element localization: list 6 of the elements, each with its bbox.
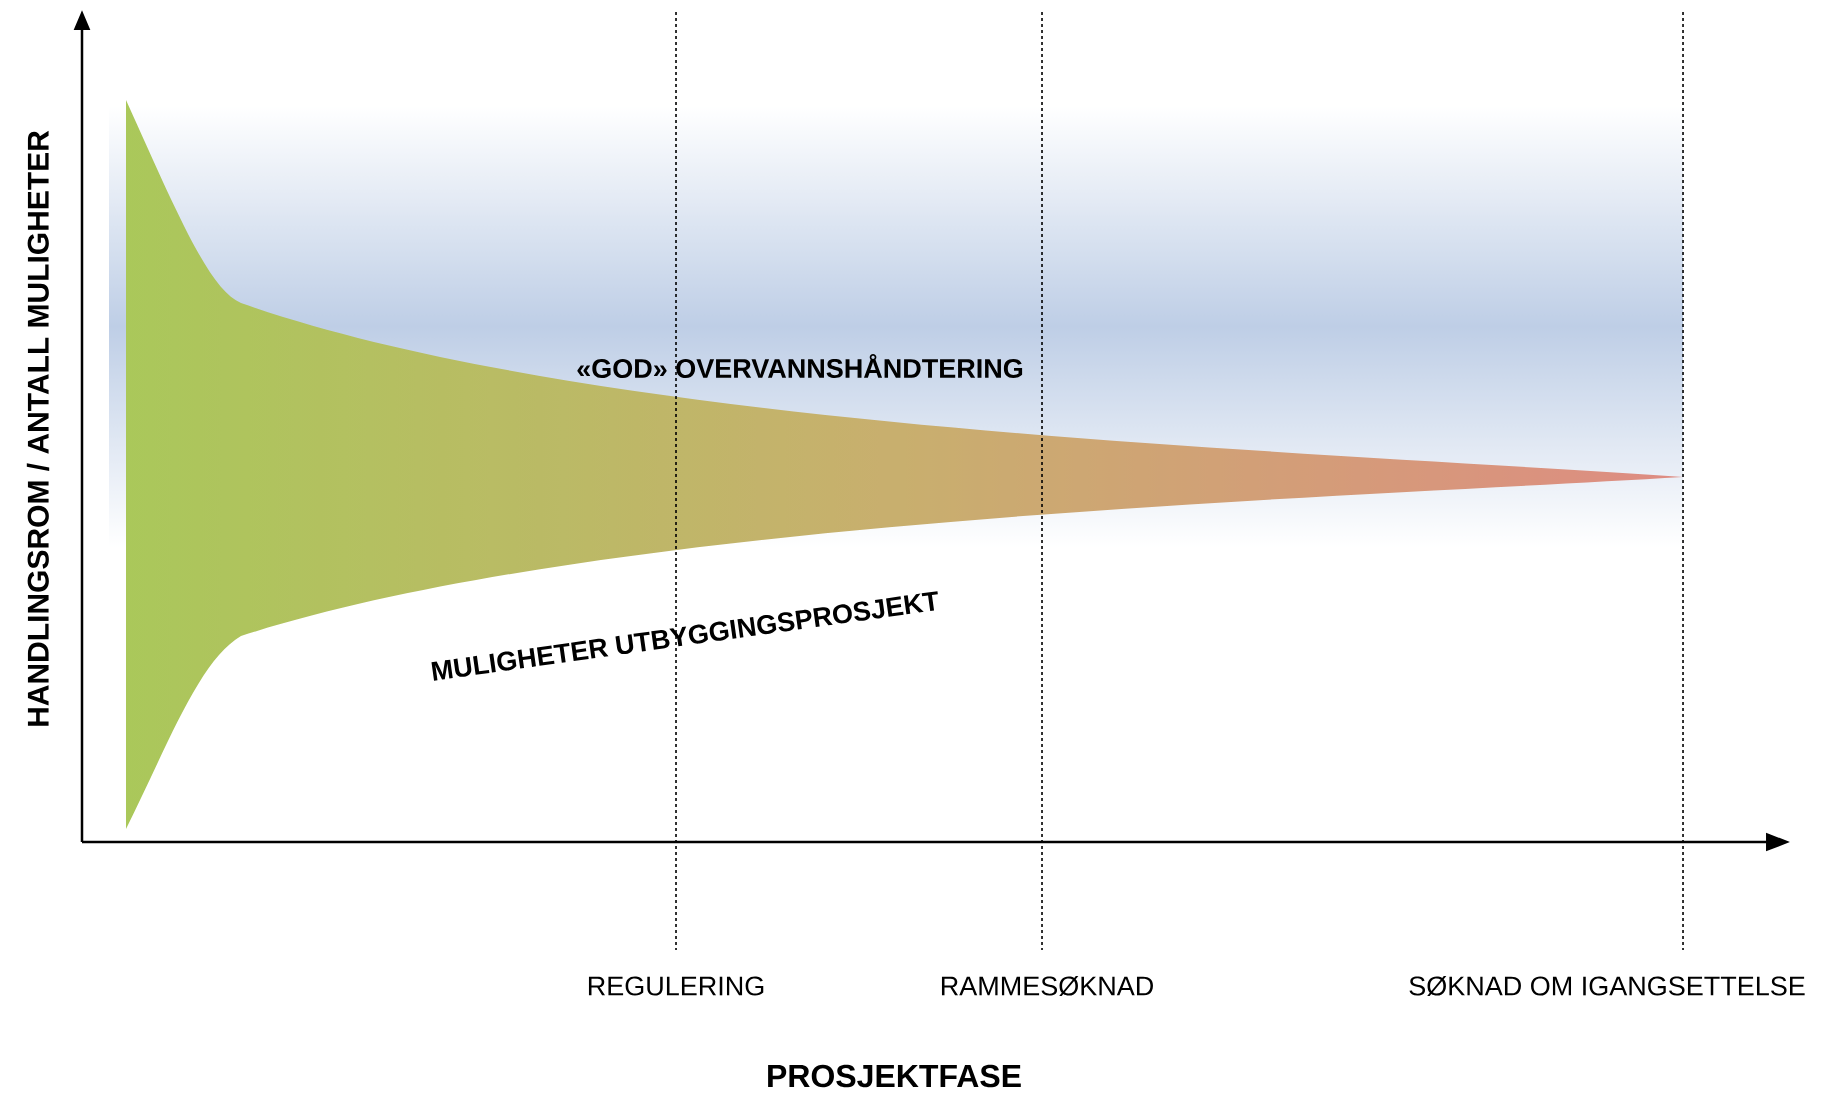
phase-label: SØKNAD OM IGANGSETTELSE — [1409, 976, 1805, 997]
band-label: «GOD» OVERVANNSHÅNDTERING — [577, 353, 1023, 379]
axis-title: HANDLINGSROM / ANTALL MULIGHETER — [26, 130, 50, 726]
phase-label: RAMMESØKNAD — [941, 976, 1153, 997]
phase-label: REGULERING — [588, 976, 764, 996]
axis-title: PROSJEKTFASE — [768, 1064, 1021, 1088]
